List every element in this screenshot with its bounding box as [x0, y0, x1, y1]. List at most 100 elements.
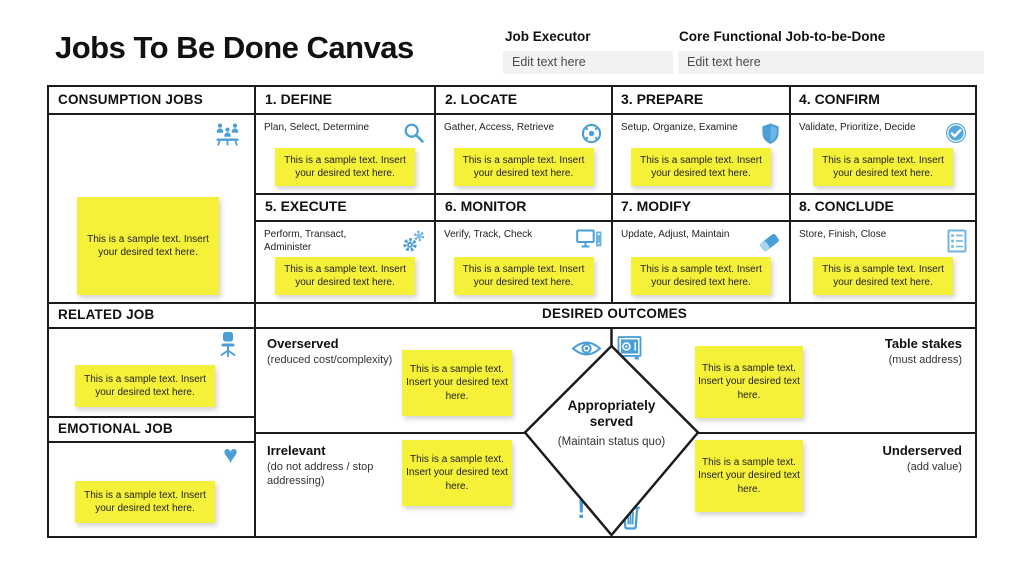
divider	[611, 87, 613, 303]
divider	[49, 113, 975, 115]
step-modify-header: 7. MODIFY	[621, 198, 692, 214]
desired-outcomes-area: Overserved (reduced cost/complexity) Tab…	[254, 329, 975, 536]
eraser-icon	[757, 229, 781, 258]
sticky-note[interactable]: This is a sample text. Insert your desir…	[77, 197, 219, 295]
step-keywords: Setup, Organize, Examine	[621, 122, 738, 133]
step-prepare-header: 3. PREPARE	[621, 91, 704, 107]
step-prepare-cell: Setup, Organize, Examine This is a sampl…	[613, 115, 789, 193]
job-executor-input[interactable]	[503, 51, 673, 74]
sticky-note[interactable]: This is a sample text. Insert your desir…	[402, 350, 512, 416]
step-define-header: 1. DEFINE	[265, 91, 332, 107]
step-confirm-cell: Validate, Prioritize, Decide This is a s…	[791, 115, 975, 193]
divider	[49, 416, 256, 418]
exclamation-icon: !	[577, 494, 586, 524]
core-job-input[interactable]	[678, 51, 984, 74]
step-keywords: Validate, Prioritize, Decide	[799, 122, 916, 133]
irrelevant-label: Irrelevant	[267, 443, 326, 458]
heart-icon: ♥	[223, 441, 238, 469]
step-keywords: Store, Finish, Close	[799, 229, 887, 240]
sticky-note-text: This is a sample text. Insert your desir…	[84, 489, 206, 514]
related-job-header: RELATED JOB	[58, 307, 155, 322]
sticky-note[interactable]: This is a sample text. Insert your desir…	[695, 440, 803, 512]
sticky-note-text: This is a sample text. Insert your desir…	[406, 454, 508, 492]
page-title: Jobs To Be Done Canvas	[55, 30, 414, 65]
core-job-label: Core Functional Job-to-be-Done	[679, 29, 886, 44]
job-executor-label: Job Executor	[505, 29, 591, 44]
gears-icon	[402, 229, 426, 258]
sticky-note[interactable]: This is a sample text. Insert your desir…	[631, 148, 771, 186]
divider	[254, 220, 975, 222]
sticky-note-text: This is a sample text. Insert your desir…	[698, 363, 800, 401]
checklist-icon	[947, 229, 967, 258]
consumption-jobs-header: CONSUMPTION JOBS	[58, 92, 203, 107]
divider	[434, 87, 436, 303]
irrelevant-subtitle: (do not address / stop addressing)	[267, 461, 374, 487]
step-conclude-header: 8. CONCLUDE	[799, 198, 894, 214]
diamond-center-text: Appropriately served (Maintain status qu…	[525, 398, 698, 448]
sticky-note-text: This is a sample text. Insert your desir…	[640, 154, 762, 179]
step-monitor-cell: Verify, Track, Check This is a sample te…	[436, 222, 611, 302]
sticky-note[interactable]: This is a sample text. Insert your desir…	[275, 257, 415, 295]
sticky-note-text: This is a sample text. Insert your desir…	[640, 263, 762, 288]
sticky-note[interactable]: This is a sample text. Insert your desir…	[631, 257, 771, 295]
sticky-note[interactable]: This is a sample text. Insert your desir…	[695, 346, 803, 418]
canvas-grid: CONSUMPTION JOBS This is a sample text.	[47, 85, 977, 538]
divider	[254, 193, 975, 195]
table-stakes-subtitle: (must address)	[888, 354, 962, 366]
consumption-jobs-cell: This is a sample text. Insert your desir…	[49, 115, 254, 302]
sticky-note-text: This is a sample text. Insert your desir…	[462, 263, 585, 288]
divider	[254, 87, 256, 536]
step-define-cell: Plan, Select, Determine This is a sample…	[256, 115, 434, 193]
sticky-note-text: This is a sample text. Insert your desir…	[284, 263, 406, 288]
step-keywords: Plan, Select, Determine	[264, 122, 370, 133]
appropriately-served-subtitle: (Maintain status quo)	[557, 435, 666, 448]
office-chair-icon	[216, 331, 240, 363]
related-job-cell: This is a sample text. Insert your desir…	[49, 329, 254, 416]
sticky-note-text: This is a sample text. Insert your desir…	[84, 373, 206, 398]
locate-compass-icon	[580, 122, 603, 150]
step-locate-header: 2. LOCATE	[445, 91, 518, 107]
step-keywords: Perform, Transact, Administer	[264, 229, 347, 253]
sticky-note[interactable]: This is a sample text. Insert your desir…	[75, 365, 215, 407]
eye-icon	[571, 338, 602, 364]
sticky-note[interactable]: This is a sample text. Insert your desir…	[75, 481, 215, 523]
underserved-subtitle: (add value)	[906, 461, 962, 473]
sticky-note-text: This is a sample text. Insert your desir…	[462, 154, 585, 179]
sticky-note[interactable]: This is a sample text. Insert your desir…	[453, 257, 594, 295]
step-keywords: Update, Adjust, Maintain	[621, 229, 730, 240]
sticky-note[interactable]: This is a sample text. Insert your desir…	[453, 148, 594, 186]
sticky-note[interactable]: This is a sample text. Insert your desir…	[813, 148, 953, 186]
sticky-note-text: This is a sample text. Insert your desir…	[698, 457, 800, 495]
step-execute-header: 5. EXECUTE	[265, 198, 347, 214]
sticky-note-text: This is a sample text. Insert your desir…	[822, 263, 944, 288]
sticky-note[interactable]: This is a sample text. Insert your desir…	[275, 148, 415, 186]
desired-outcomes-header: DESIRED OUTCOMES	[542, 306, 687, 321]
step-monitor-header: 6. MONITOR	[445, 198, 527, 214]
sticky-note-text: This is a sample text. Insert your desir…	[822, 154, 944, 179]
computer-icon	[576, 229, 603, 256]
magnifier-icon	[403, 122, 426, 150]
step-locate-cell: Gather, Access, Retrieve This is a sampl…	[436, 115, 611, 193]
sticky-note[interactable]: This is a sample text. Insert your desir…	[813, 257, 953, 295]
divider	[789, 87, 791, 303]
underserved-label: Underserved	[882, 443, 962, 458]
appropriately-served-title: Appropriately served	[567, 398, 656, 429]
overserved-subtitle: (reduced cost/complexity)	[267, 354, 393, 366]
sticky-note[interactable]: This is a sample text. Insert your desir…	[402, 440, 512, 506]
step-execute-cell: Perform, Transact, Administer This is a …	[256, 222, 434, 302]
shield-icon	[760, 122, 781, 150]
divider	[49, 327, 975, 329]
trash-icon	[618, 501, 643, 535]
meeting-people-icon	[214, 122, 241, 151]
step-keywords: Verify, Track, Check	[444, 229, 533, 240]
divider	[49, 302, 975, 304]
emotional-job-cell: ♥ This is a sample text. Insert your des…	[49, 443, 254, 536]
overserved-label: Overserved	[267, 336, 339, 351]
table-stakes-label: Table stakes	[884, 336, 962, 351]
step-modify-cell: Update, Adjust, Maintain This is a sampl…	[613, 222, 789, 302]
step-conclude-cell: Store, Finish, Close This is a sample te…	[791, 222, 975, 302]
emotional-job-header: EMOTIONAL JOB	[58, 421, 173, 436]
sticky-note-text: This is a sample text. Insert your desir…	[87, 233, 209, 258]
safe-icon	[616, 334, 643, 366]
